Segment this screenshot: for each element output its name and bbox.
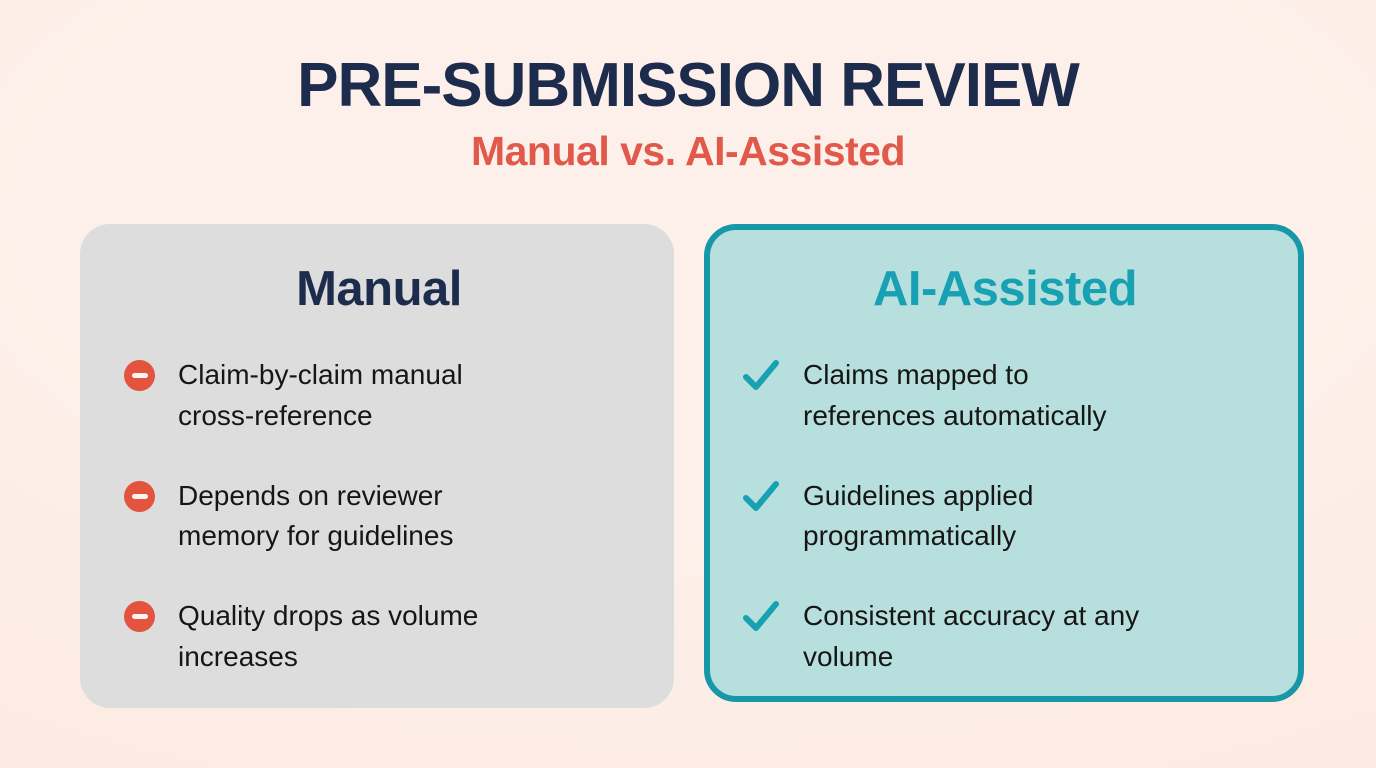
- minus-circle-icon: [124, 601, 155, 633]
- page-title: PRE-SUBMISSION REVIEW: [297, 51, 1080, 120]
- list-item-text: Claims mapped to references automaticall…: [803, 359, 1107, 431]
- cards-row: Manual Claim-by-claim manual cross-refer…: [0, 224, 1376, 709]
- header: PRE-SUBMISSION REVIEW Manual vs. AI-Assi…: [0, 50, 1376, 174]
- manual-item-list: Claim-by-claim manual cross-reference De…: [124, 355, 634, 677]
- list-item: Quality drops as volume increases: [124, 596, 634, 677]
- list-item-text: Consistent accuracy at any volume: [803, 600, 1140, 672]
- manual-card-title: Manual: [296, 262, 462, 317]
- list-item-text: Guidelines applied programmatically: [803, 479, 1034, 552]
- list-item: Depends on reviewer memory for guideline…: [124, 476, 634, 557]
- list-item: Consistent accuracy at any volume: [742, 596, 1268, 677]
- list-item-text: Claim-by-claim manual cross-reference: [178, 359, 463, 431]
- minus-circle-icon: [124, 360, 155, 392]
- page-subtitle: Manual vs. AI-Assisted: [470, 128, 906, 175]
- list-item: Claim-by-claim manual cross-reference: [124, 355, 634, 436]
- list-item: Claims mapped to references automaticall…: [742, 355, 1268, 436]
- list-item-text: Depends on reviewer memory for guideline…: [178, 479, 454, 552]
- list-item-text: Quality drops as volume increases: [178, 600, 479, 672]
- check-icon: [743, 480, 779, 511]
- check-icon: [743, 360, 779, 391]
- list-item: Guidelines applied programmatically: [742, 476, 1268, 557]
- manual-card: Manual Claim-by-claim manual cross-refer…: [80, 224, 674, 709]
- ai-assisted-card-title: AI-Assisted: [872, 262, 1138, 317]
- check-icon: [743, 601, 779, 632]
- minus-circle-icon: [124, 480, 155, 512]
- ai-assisted-item-list: Claims mapped to references automaticall…: [742, 355, 1268, 677]
- ai-assisted-card: AI-Assisted Claims mapped to references …: [704, 224, 1304, 703]
